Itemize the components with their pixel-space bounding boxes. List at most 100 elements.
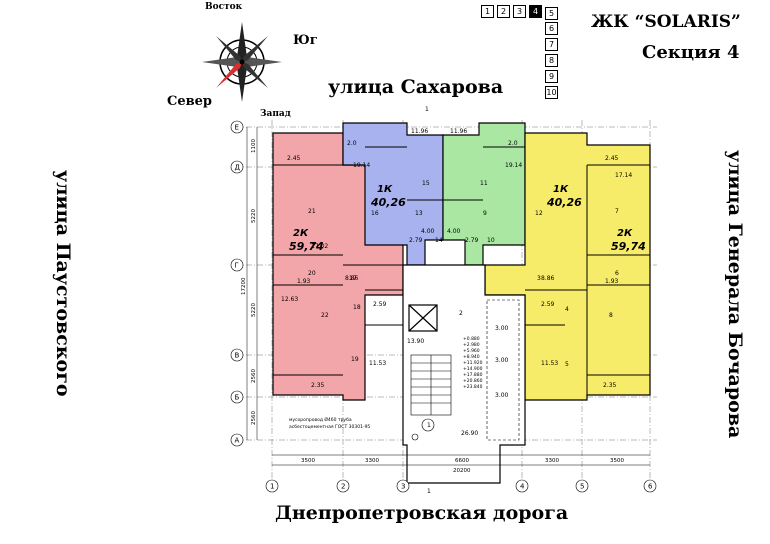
room-number: 16: [371, 210, 379, 217]
room-number: 4: [565, 306, 569, 313]
room-number: 8: [609, 312, 613, 319]
floor-6-cell[interactable]: 6: [545, 22, 558, 35]
room-area: 1.93: [605, 278, 619, 285]
floor-4-cell[interactable]: 4: [529, 5, 542, 18]
note-line: мусоропровод Ø460 труба: [289, 416, 352, 423]
room-number: 7: [615, 208, 619, 215]
room-area: 2.0: [508, 140, 518, 147]
section-mark: 1: [427, 488, 431, 495]
axis-label: А: [235, 437, 240, 445]
room-area: 12.63: [281, 296, 298, 303]
floor-plan: 2.45 17.02 8.86 1.93 12.63 2.59 11.53 2.…: [225, 105, 665, 500]
apartment-area: 40,26: [370, 196, 406, 209]
room-number: 5: [565, 361, 569, 368]
dimension-text: 3500: [301, 458, 315, 464]
apartment-area: 59,74: [611, 240, 646, 253]
room-area: 11.96: [450, 128, 467, 135]
axis-label: Е: [235, 124, 239, 132]
dimension-text: 1100: [251, 139, 257, 153]
room-number: 17: [349, 275, 357, 282]
room-number: 6: [615, 270, 619, 277]
dimension-text: 3300: [545, 458, 559, 464]
floor-1-cell[interactable]: 1: [481, 5, 494, 18]
room-area: 17.02: [311, 243, 328, 250]
street-top: улица Сахарова: [328, 76, 504, 98]
apartment-type: 1К: [553, 184, 569, 195]
dimension-text: 6600: [455, 458, 469, 464]
dimension-text: 3500: [610, 458, 624, 464]
axis-label: 3: [401, 483, 405, 491]
floor-5-cell[interactable]: 5: [545, 7, 558, 20]
room-number: 19: [351, 356, 359, 363]
dimension-text: 5220: [251, 303, 257, 317]
room-area: 4.00: [421, 228, 435, 235]
axis-label: Г: [235, 262, 239, 270]
room-number: 14: [435, 237, 443, 244]
dimension-text: 5220: [251, 209, 257, 223]
elevation-mark: +20.860: [463, 378, 483, 384]
room-area: 3.00: [495, 357, 509, 364]
elevation-mark: +8.940: [463, 354, 480, 360]
elevation-mark: +17.880: [463, 372, 483, 378]
axis-label: 2: [341, 483, 345, 491]
room-area: 2.59: [541, 301, 555, 308]
dimension-text: 2560: [251, 369, 257, 383]
axis-label: 6: [648, 483, 653, 491]
elevation-mark: +14.900: [463, 366, 483, 372]
elevation-mark: +2.980: [463, 342, 480, 348]
room-number: 13: [415, 210, 423, 217]
room-number: 11: [480, 180, 488, 187]
room-number: 3: [537, 275, 541, 282]
apartment-type: 2К: [617, 228, 633, 239]
room-area: 2.35: [603, 382, 617, 389]
floor-2-cell[interactable]: 2: [497, 5, 510, 18]
axis-label: 4: [520, 483, 525, 491]
floor-10-cell[interactable]: 10: [545, 86, 558, 99]
room-area: 19.14: [505, 162, 522, 169]
room-number: 10: [487, 237, 495, 244]
axis-label: В: [235, 352, 240, 360]
room-area: 2.35: [311, 382, 325, 389]
room-area: 2.79: [465, 237, 479, 244]
compass-west-label: Запад: [260, 109, 291, 119]
room-area: 11.53: [541, 360, 558, 367]
compass-south-label: Юг: [293, 33, 318, 48]
room-number: 20: [308, 270, 316, 277]
floor-9-cell[interactable]: 9: [545, 70, 558, 83]
elevation-mark: +11.920: [463, 360, 483, 366]
axis-label: 1: [270, 483, 274, 491]
compass-rose: [190, 14, 300, 110]
elevation-mark: +23.840: [463, 384, 483, 390]
room-area: 8.86: [345, 275, 359, 282]
room-area: 11.96: [411, 128, 428, 135]
apartment-area: 59,74: [289, 240, 324, 253]
room-area: 2.79: [409, 237, 423, 244]
dimension-text: 20200: [453, 468, 471, 474]
floor-8-cell[interactable]: 8: [545, 54, 558, 67]
compass-north-label: Север: [167, 94, 213, 109]
core-area: [402, 264, 526, 484]
apartment-type: 2К: [293, 228, 309, 239]
room-number: 12: [535, 210, 543, 217]
room-area: 3.00: [495, 392, 509, 399]
floor-plan-drawing: 2.45 17.02 8.86 1.93 12.63 2.59 11.53 2.…: [230, 106, 657, 495]
room-number: 9: [483, 210, 487, 217]
room-area: 2.45: [287, 155, 301, 162]
dimension-text: 17200: [241, 277, 247, 295]
section-title: Секция 4: [642, 42, 740, 63]
apartment-area: 40,26: [546, 196, 582, 209]
floor-3-cell[interactable]: 3: [513, 5, 526, 18]
room-area: 17.14: [615, 172, 632, 179]
room-number: 22: [321, 312, 329, 319]
axis-label: Б: [235, 394, 240, 402]
note-line: асбестоцементная ГОСТ 30301-95: [289, 424, 370, 430]
room-area: 13.90: [407, 338, 424, 345]
floor-7-cell[interactable]: 7: [545, 38, 558, 51]
street-left: улица Паустовского: [52, 170, 74, 397]
room-number: 1: [427, 422, 431, 429]
apartment-green-area: [442, 122, 526, 266]
dimension-text: 2560: [251, 411, 257, 425]
room-number: 18: [353, 304, 361, 311]
street-right: улица Генерала Бочарова: [724, 150, 746, 439]
room-number: 2: [459, 310, 463, 317]
